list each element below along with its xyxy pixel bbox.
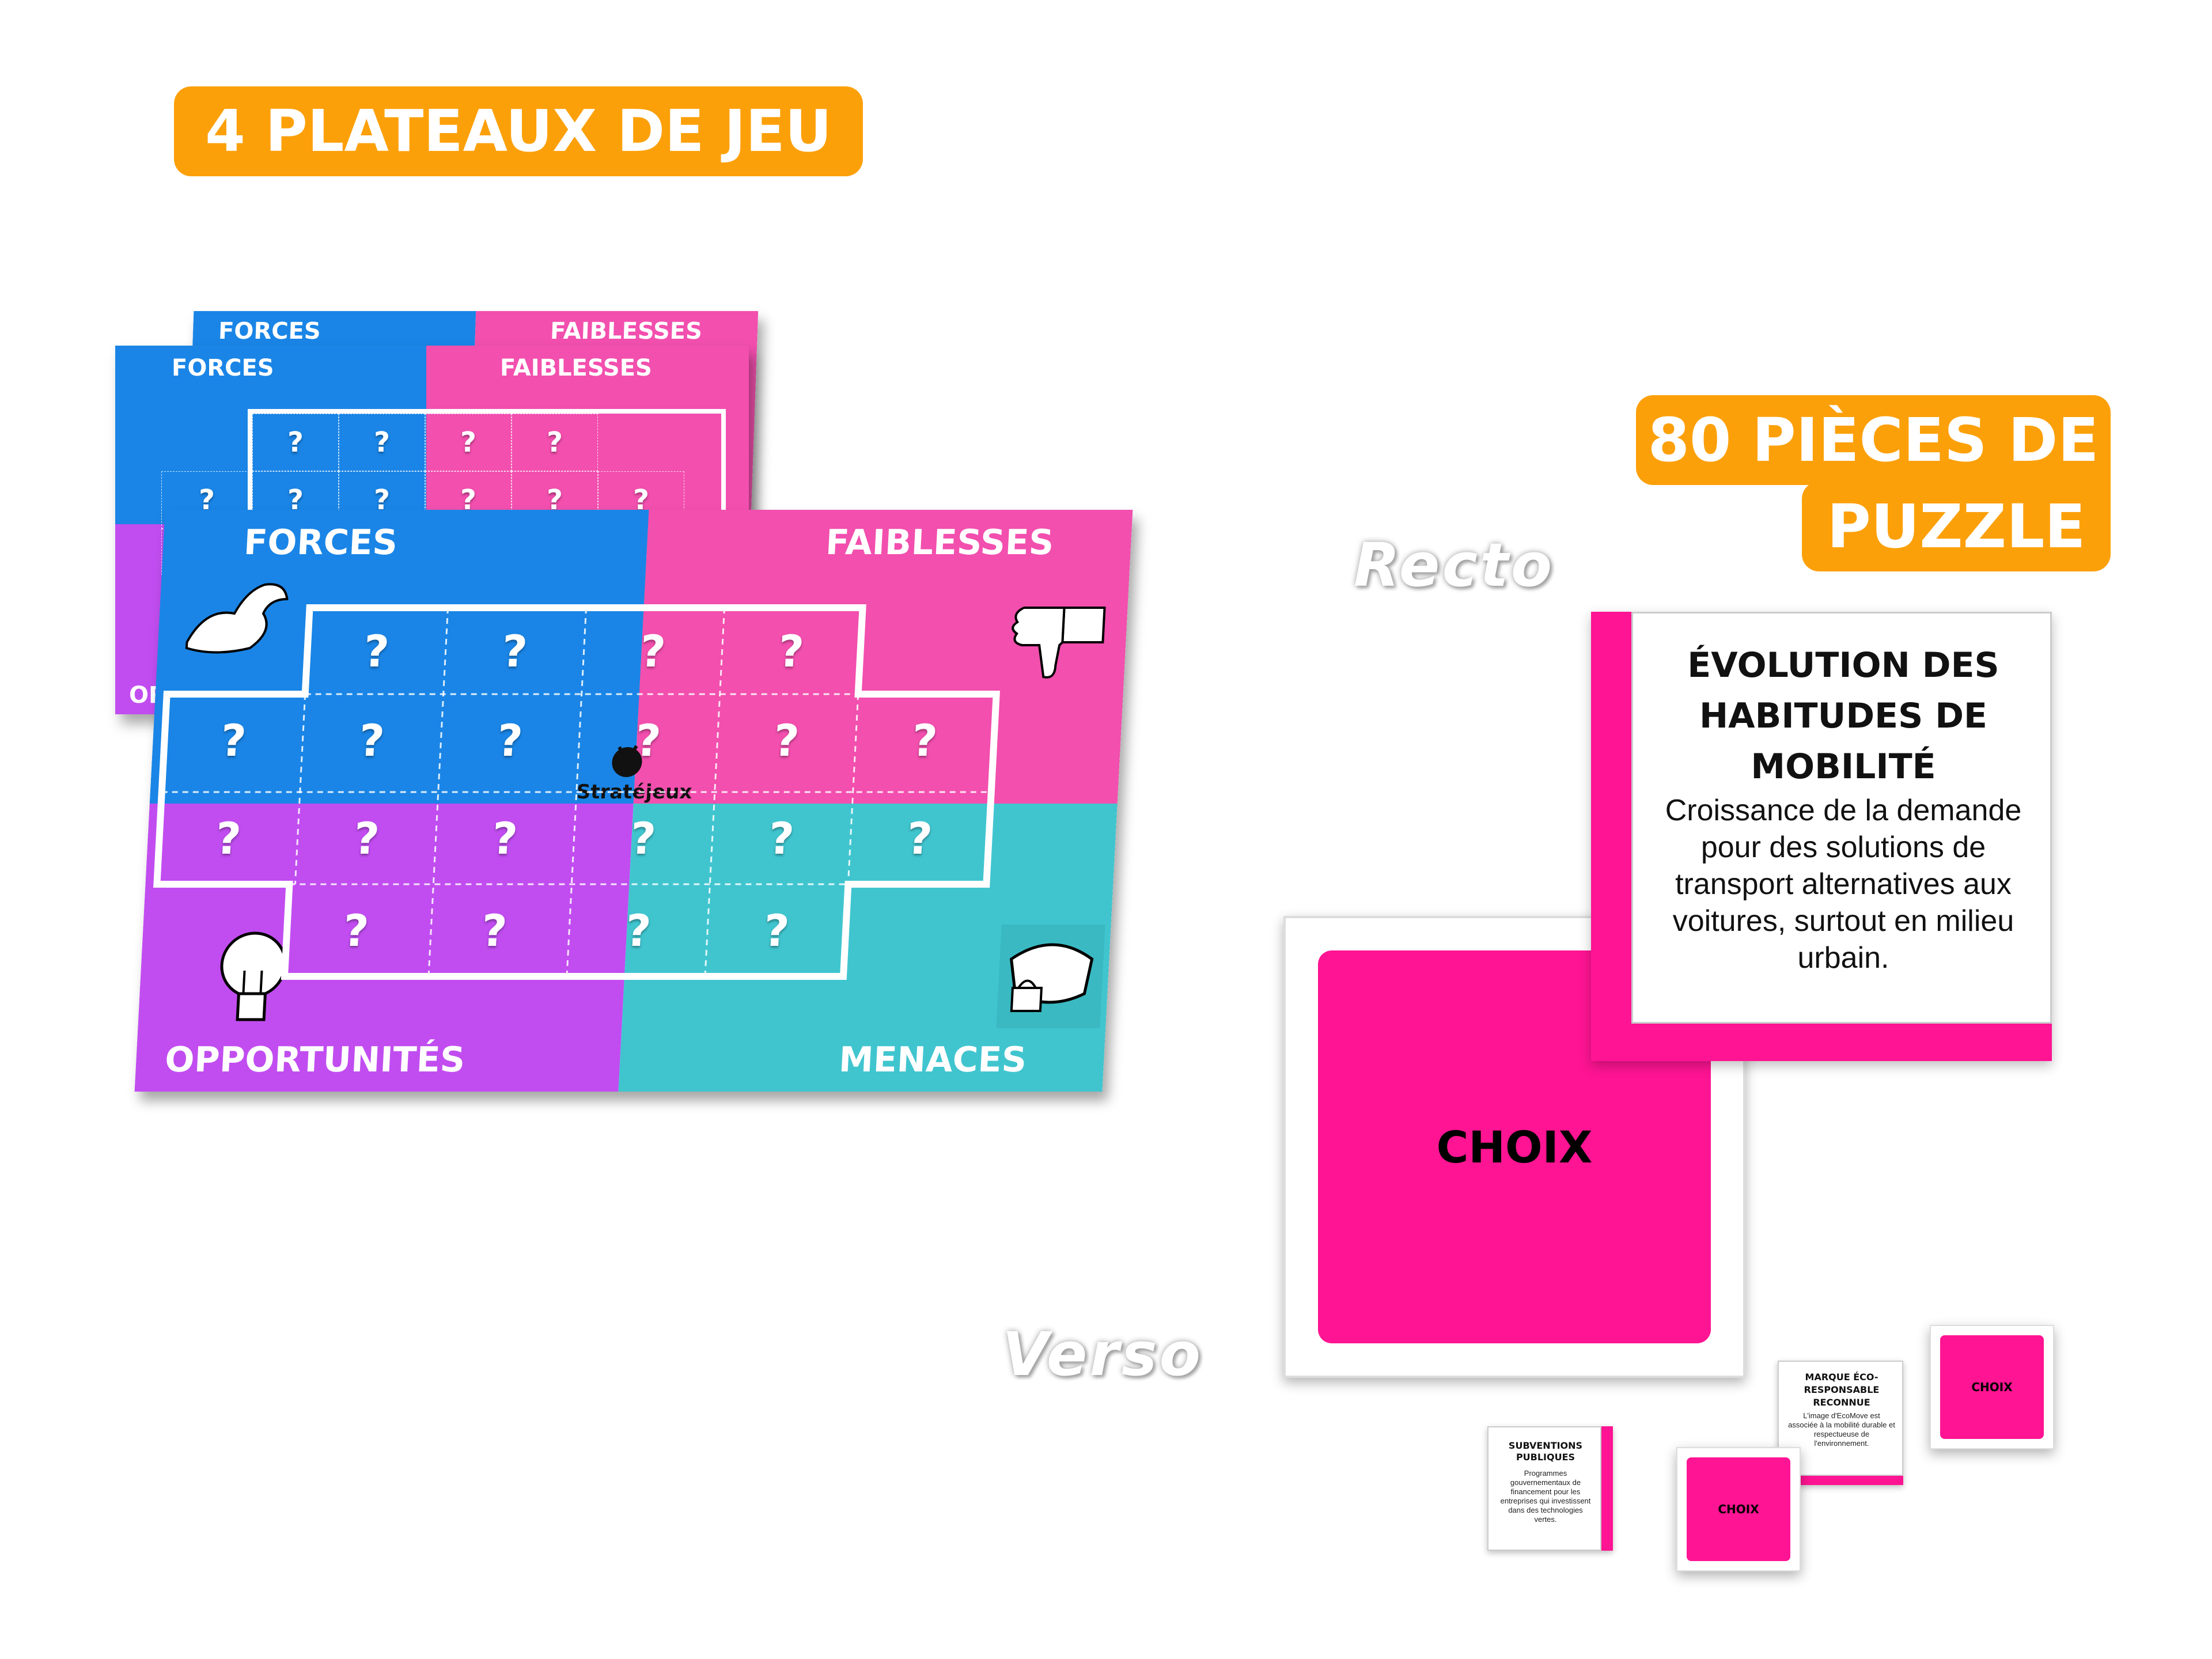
recto-label: Recto [1354,530,1555,600]
broken-lock-icon [996,925,1105,1028]
card-recto-large-face: ÉVOLUTION DES HABITUDES DE MOBILITÉ Croi… [1631,612,2052,1024]
logo-icon [606,740,649,781]
card-recto-large: ÉVOLUTION DES HABITUDES DE MOBILITÉ Croi… [1591,612,2052,1061]
card-small-choix-2-label: CHOIX [1971,1380,2013,1394]
card-small-choix-1-label: CHOIX [1718,1502,1759,1516]
game-board-front: FORCES FAIBLESSES OPPORTUNITÉS MENACES [134,510,1133,1092]
label-faiblesses-back1: FAIBLESSES [500,355,652,381]
grid-lines [153,604,1001,980]
card-small-choix-2-face: CHOIX [1940,1335,2044,1439]
verso-label: Verso [1002,1319,1203,1389]
grid-cell: ? [339,414,425,471]
card-small-marque-face: MARQUE ÉCO-RESPONSABLE RECONNUE L'image … [1778,1361,1903,1476]
card-recto-large-body: Croissance de la demande pour des soluti… [1665,794,2022,975]
plateaux-badge-text: 4 PLATEAUX DE JEU [205,97,832,165]
grid-cell: ? [512,414,598,471]
lightbulb-icon [201,919,305,1034]
plateaux-badge: 4 PLATEAUX DE JEU [174,86,863,176]
quad-faiblesses-back1 [426,346,749,524]
grid-cell: ? [252,414,339,471]
card-recto-large-title: ÉVOLUTION DES HABITUDES DE MOBILITÉ [1687,645,1999,787]
pieces-badge-line1-text: 80 PIÈCES DE [1647,405,2099,475]
card-small-marque-body: L'image d'EcoMove est associée à la mobi… [1788,1411,1895,1448]
card-small-subventions-body: Programmes gouvernementaux de financemen… [1500,1469,1591,1524]
pieces-badge-line2-text: PUZZLE [1827,491,2086,562]
card-small-choix-2: CHOIX [1930,1325,2054,1449]
label-forces-back2: FORCES [218,318,321,344]
card-small-subventions-face: SUBVENTIONS PUBLIQUES Programmes gouvern… [1487,1426,1601,1551]
thumbs-down-icon [1002,596,1111,688]
grid-cell: ? [425,414,512,471]
quad-forces-back1 [115,346,426,524]
card-small-choix-1: CHOIX [1676,1447,1801,1571]
label-forces-back1: FORCES [172,355,274,381]
flexed-arm-icon [180,573,300,660]
card-small-subventions-title: SUBVENTIONS PUBLIQUES [1508,1440,1583,1463]
card-small-subventions: SUBVENTIONS PUBLIQUES Programmes gouvern… [1487,1426,1613,1551]
card-small-choix-1-face: CHOIX [1687,1457,1790,1561]
card-small-marque-title: MARQUE ÉCO-RESPONSABLE RECONNUE [1804,1372,1880,1408]
card-verso-large-label: CHOIX [1436,1121,1593,1173]
label-faiblesses-back2: FAIBLESSES [550,318,703,344]
pieces-badge-line1: 80 PIÈCES DE [1636,395,2111,485]
pieces-badge-line2: PUZZLE [1802,482,2111,571]
